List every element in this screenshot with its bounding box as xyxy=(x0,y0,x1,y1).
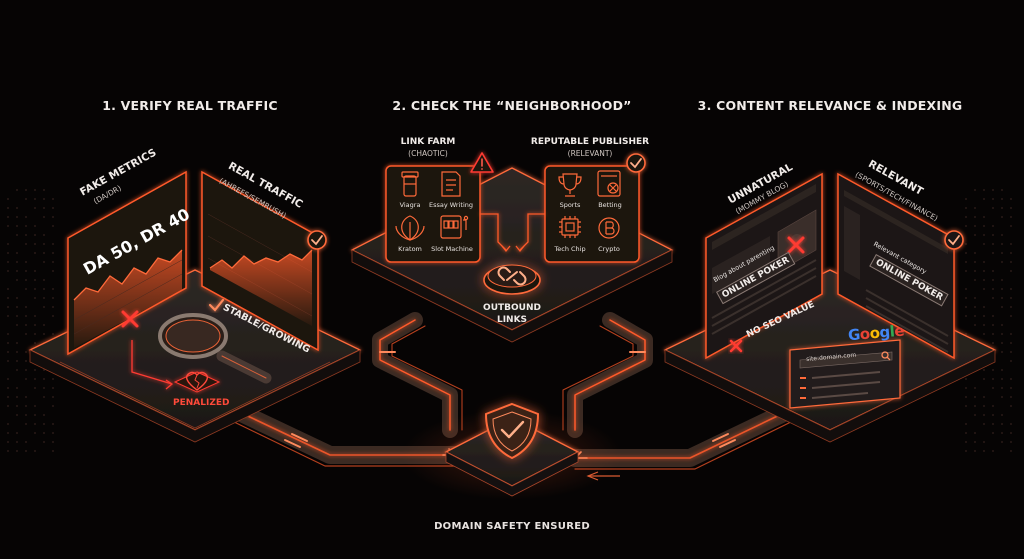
betting-slip-icon xyxy=(597,170,621,197)
trophy-icon xyxy=(558,173,582,197)
search-icon xyxy=(881,351,891,361)
leaf-icon xyxy=(395,215,425,241)
floor-arrows xyxy=(586,471,620,481)
section-3-title: 3. CONTENT RELEVANCE & INDEXING xyxy=(697,98,963,113)
x-mark-icon xyxy=(729,339,743,353)
slot-machine-icon xyxy=(440,215,469,239)
x-mark-icon xyxy=(787,236,805,254)
link-farm-item-label: Viagra xyxy=(399,201,421,209)
search-results-card xyxy=(789,339,901,409)
link-arrows xyxy=(480,213,545,253)
check-badge-icon xyxy=(944,230,964,250)
outbound-links-label: OUTBOUND LINKS xyxy=(483,303,541,325)
domain-safety-label: DOMAIN SAFETY ENSURED xyxy=(434,521,590,532)
x-mark-icon xyxy=(121,310,139,328)
broken-heart-icon xyxy=(173,371,221,393)
link-farm-item-label: Kratom xyxy=(398,245,422,253)
document-icon xyxy=(441,171,461,197)
publisher-item-label: Tech Chip xyxy=(554,245,586,253)
chain-link-icon xyxy=(483,264,541,295)
link-farm-item-label: Slot Machine xyxy=(431,245,473,253)
fake-metrics-panel xyxy=(67,170,187,356)
warning-triangle-icon xyxy=(470,152,494,173)
publisher-subheading: (RELEVANT) xyxy=(567,149,613,158)
link-farm-heading: LINK FARM xyxy=(400,137,456,147)
section-1-title: 1. VERIFY REAL TRAFFIC xyxy=(102,98,278,113)
check-badge-icon xyxy=(307,230,327,250)
small-check-icon xyxy=(208,298,225,312)
pill-bottle-icon xyxy=(401,171,419,197)
link-farm-item-label: Essay Writing xyxy=(429,201,473,209)
real-traffic-panel xyxy=(201,170,319,352)
publisher-item-label: Betting xyxy=(598,201,622,209)
bitcoin-icon xyxy=(598,217,620,239)
section-2-title: 2. CHECK THE “NEIGHBORHOOD” xyxy=(392,98,632,113)
check-badge-icon xyxy=(626,153,646,173)
penalty-arrow xyxy=(131,340,174,390)
microchip-icon xyxy=(559,216,581,238)
link-farm-subheading: (CHAOTIC) xyxy=(408,149,448,158)
publisher-item-label: Sports xyxy=(559,201,581,209)
shield-check-icon xyxy=(484,402,540,460)
magnifying-glass-icon xyxy=(158,313,272,384)
publisher-item-label: Crypto xyxy=(598,245,620,253)
penalized-label: PENALIZED xyxy=(173,398,230,408)
publisher-heading: REPUTABLE PUBLISHER xyxy=(530,137,650,147)
